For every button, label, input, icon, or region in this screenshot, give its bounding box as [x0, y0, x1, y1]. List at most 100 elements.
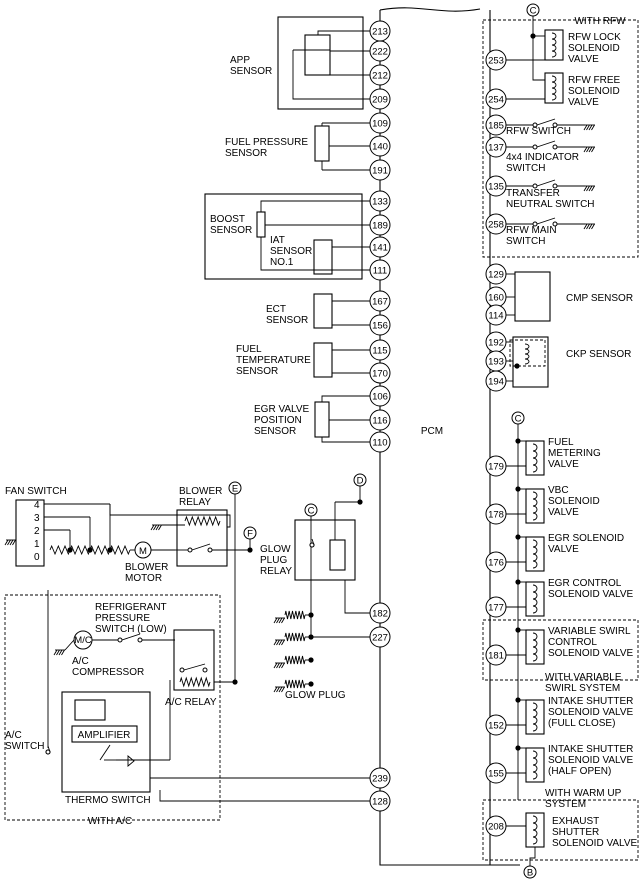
- fan-ground: [7, 539, 11, 546]
- pin-115: 115: [372, 345, 387, 356]
- iat-sensor-element: [313, 239, 333, 275]
- wire: [64, 639, 75, 651]
- wire: [260, 200, 370, 212]
- blower-relay-ground: [153, 524, 157, 531]
- vbc-label: SOLENOID: [548, 496, 600, 507]
- pin-156-circle: [369, 314, 391, 336]
- pin-111-circle: [369, 259, 391, 281]
- app-sensor-box: [277, 16, 364, 110]
- blower-relay-label: RELAY: [179, 497, 211, 508]
- pin-140-circle: [369, 135, 391, 157]
- pin-135: 135: [488, 181, 504, 192]
- rfw-main-switch-ground: [586, 223, 590, 230]
- glow-plug-3: [284, 679, 306, 689]
- glow-plug-ground: [276, 639, 280, 646]
- intake-half-label: SOLENOID VALVE: [548, 755, 634, 766]
- egr-control-label: SOLENOID VALVE: [548, 589, 634, 600]
- wire: [321, 395, 370, 402]
- ac-relay-box: [173, 629, 215, 691]
- rfw-free-label: VALVE: [568, 97, 599, 108]
- pin-212: 212: [372, 70, 388, 81]
- refrigerant-switch-label: SWITCH (LOW): [95, 624, 167, 635]
- indicator-switch: [532, 144, 538, 150]
- boost-sensor-label: BOOST: [210, 214, 245, 225]
- blower-relay-contact: [187, 547, 193, 553]
- blower-relay-ground: [150, 524, 155, 531]
- with-ac-group: [4, 594, 221, 821]
- fan-position-label: 0: [34, 552, 40, 563]
- pin-178: 178: [488, 509, 504, 520]
- transfer-switch-label: NEUTRAL SWITCH: [506, 199, 595, 210]
- refrigerant-switch: [121, 633, 141, 641]
- coil: [532, 750, 538, 780]
- pin-170-circle: [369, 362, 391, 384]
- with-ac-label: WITH A/C: [88, 816, 132, 827]
- wire: [317, 30, 330, 35]
- glow-plug-ground: [273, 662, 278, 669]
- refrigerant-switch-label: REFRIGERANT: [95, 602, 167, 613]
- exhaust-label: SHUTTER: [552, 827, 599, 838]
- with-warm-up-group: [482, 799, 639, 861]
- pin-116-circle: [369, 409, 391, 431]
- refrigerant-switch: [137, 637, 143, 643]
- connector-ref-circle: [523, 865, 537, 879]
- wire: [529, 847, 536, 866]
- pin-222-circle: [369, 40, 391, 62]
- glow-plug-ground: [273, 639, 278, 646]
- thermo-switch-box: [61, 691, 151, 793]
- coil: [532, 815, 538, 845]
- pin-137: 137: [488, 142, 504, 153]
- pin-111: 111: [373, 265, 387, 276]
- pin-176: 176: [488, 557, 504, 568]
- pin-239: 239: [372, 773, 388, 784]
- fuel-metering-label: METERING: [548, 448, 601, 459]
- boost-sensor-element: [256, 211, 266, 238]
- connector-ref-label: C: [515, 413, 522, 424]
- pin-209-circle: [369, 88, 391, 110]
- egr-position-label: POSITION: [254, 415, 302, 426]
- glow-plug-0: [284, 610, 306, 620]
- pin-106-circle: [369, 385, 391, 407]
- pin-160: 160: [488, 292, 504, 303]
- connector-ref-label: C: [308, 505, 315, 516]
- intake-half-label: (HALF OPEN): [548, 766, 611, 777]
- transfer-switch-ground: [586, 185, 590, 192]
- refrigerant-switch: [117, 637, 123, 643]
- pin-141: 141: [372, 242, 388, 253]
- intake-half-label: INTAKE SHUTTER: [548, 744, 633, 755]
- indicator-switch-ground: [588, 146, 593, 153]
- pin-115-circle: [369, 339, 391, 361]
- ac-relay-contact: [183, 663, 206, 671]
- rfw-main-switch-ground: [588, 223, 593, 230]
- indicator-switch-label: 4x4 INDICATOR: [506, 152, 579, 163]
- compressor-ground: [61, 649, 65, 656]
- rfw-switch-ground: [591, 124, 595, 131]
- indicator-switch-ground: [583, 146, 588, 153]
- indicator-switch-ground: [586, 146, 590, 153]
- indicator-switch-label: SWITCH: [506, 163, 545, 174]
- boost-sensor-label: SENSOR: [210, 225, 252, 236]
- ect-sensor-label: ECT: [266, 304, 286, 315]
- blower-relay-contact: [191, 543, 211, 551]
- exhaust-label: EXHAUST: [552, 816, 599, 827]
- egr-control-label: EGR CONTROL: [548, 578, 622, 589]
- with-rfw-group: [482, 19, 639, 258]
- pin-222: 222: [372, 46, 388, 57]
- fuel-pressure-sensor: [314, 125, 330, 162]
- app-sensor-label: APP: [230, 55, 250, 66]
- fan-switch-label: FAN SWITCH: [5, 486, 67, 497]
- wire: [532, 36, 545, 81]
- transfer-switch-ground: [588, 185, 593, 192]
- rfw-lock-label: RFW LOCK: [568, 32, 621, 43]
- junction-dot: [515, 534, 521, 540]
- wire: [321, 437, 370, 443]
- blower-relay-contact: [207, 547, 213, 553]
- intake-half-coil-box: [525, 747, 545, 783]
- indicator-switch-ground: [591, 146, 595, 153]
- diode: [127, 755, 135, 767]
- pin-156: 156: [372, 320, 388, 331]
- coil: [532, 491, 538, 521]
- pin-133: 133: [372, 196, 388, 207]
- connector-ref-label: D: [357, 475, 364, 486]
- blower-motor-label: BLOWER: [125, 562, 168, 573]
